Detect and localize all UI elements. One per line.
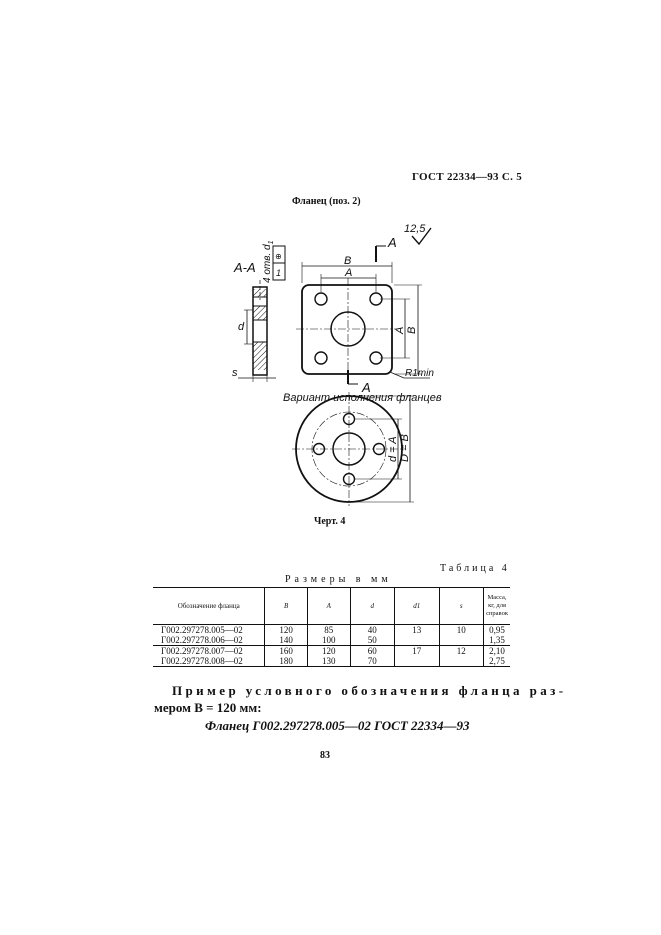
table-row: Г002.297278.007—02 160 120 60 17 12 2,10	[153, 645, 510, 656]
dim-B-vert-label: B	[406, 327, 418, 334]
col-s: s	[438, 587, 484, 625]
dim-s-label: s	[232, 367, 238, 379]
dim-B-label: B	[344, 255, 351, 267]
round-dim-D: D = B	[399, 434, 411, 462]
square-flange	[296, 227, 432, 385]
tolerance-symbol: ⊕	[275, 252, 282, 261]
dimensions-table: Обозначение фланца B A d d1 s Масса, кг,…	[153, 587, 510, 667]
section-label: А-А	[233, 260, 256, 275]
col-d: d	[349, 587, 395, 625]
table-row: Г002.297278.006—02 140 100 50 1,35	[153, 635, 510, 646]
dim-A-vert-label: A	[394, 327, 406, 335]
round-dim-d: d = A	[387, 436, 399, 462]
table-units: Размеры в мм	[285, 574, 392, 585]
tolerance-value: 1	[276, 268, 281, 278]
section-arrow-top: А	[387, 235, 397, 250]
col-designation: Обозначение фланца	[153, 587, 265, 625]
figure-label: Черт. 4	[314, 516, 346, 527]
table-row: Г002.297278.008—02 180 130 70 2,75	[153, 656, 510, 667]
dim-d-label: d	[238, 321, 245, 333]
drawing-caption: Фланец (поз. 2)	[292, 196, 361, 207]
tolerance-frame	[272, 245, 286, 281]
table-header-row: Обозначение фланца B A d d1 s Масса, кг,…	[153, 587, 510, 625]
col-d1: d1	[394, 587, 440, 625]
col-A: A	[306, 587, 351, 625]
page-number: 83	[320, 750, 330, 761]
col-mass: Масса, кг, для справок	[483, 587, 510, 625]
section-view	[238, 280, 276, 382]
hole-note: 4 отв. d1	[262, 240, 275, 283]
roughness-value: 12,5	[404, 223, 426, 235]
col-B: B	[264, 587, 308, 625]
example-designation: Фланец Г002.297278.005—02 ГОСТ 22334—93	[205, 718, 470, 733]
table-number: Таблица 4	[440, 563, 510, 574]
example-text-line1: Пример условного обозначения фланца раз-	[172, 683, 567, 698]
round-flange	[292, 392, 414, 506]
example-text-line2: мером B = 120 мм:	[154, 700, 262, 715]
standard-header: ГОСТ 22334—93 С. 5	[412, 171, 523, 183]
table-row: Г002.297278.005—02 120 85 40 13 10 0,95	[153, 624, 510, 635]
section-arrow-bottom: А	[361, 380, 371, 395]
radius-note: R1min	[405, 368, 434, 379]
dim-A-label: A	[344, 267, 352, 279]
